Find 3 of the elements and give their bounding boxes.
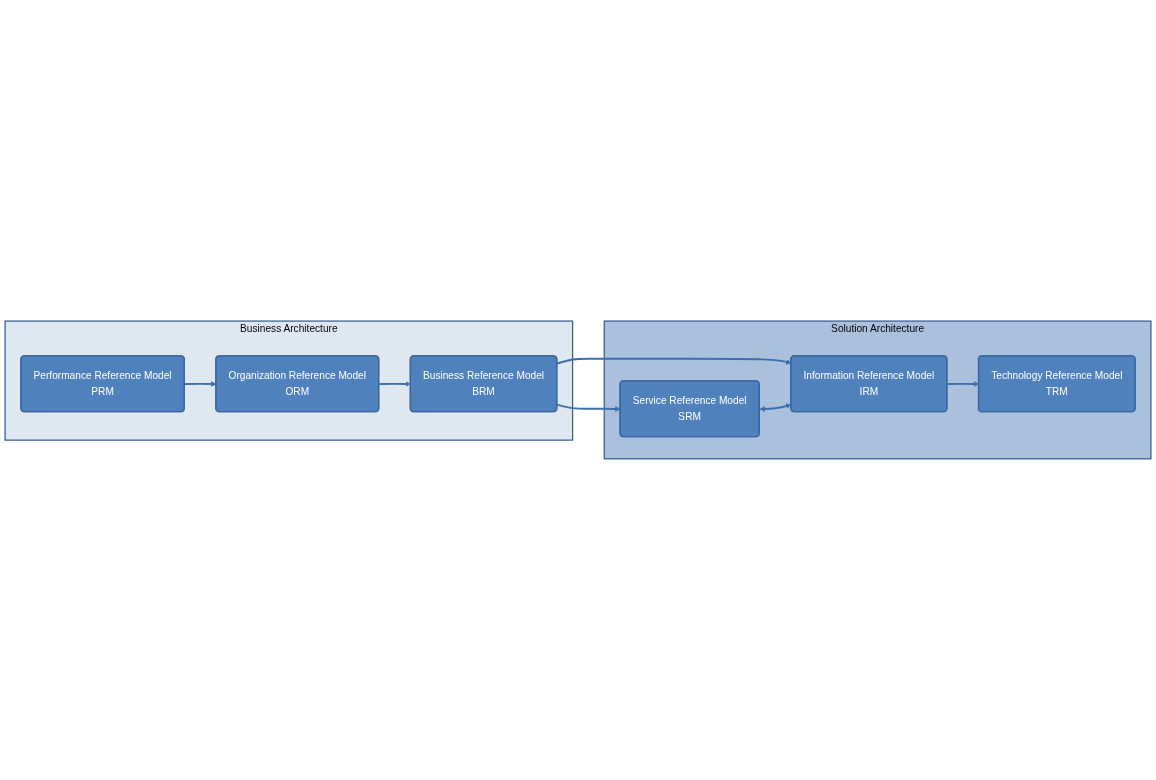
arrow [378,381,411,387]
arrow [759,403,792,412]
arrow [556,403,621,412]
